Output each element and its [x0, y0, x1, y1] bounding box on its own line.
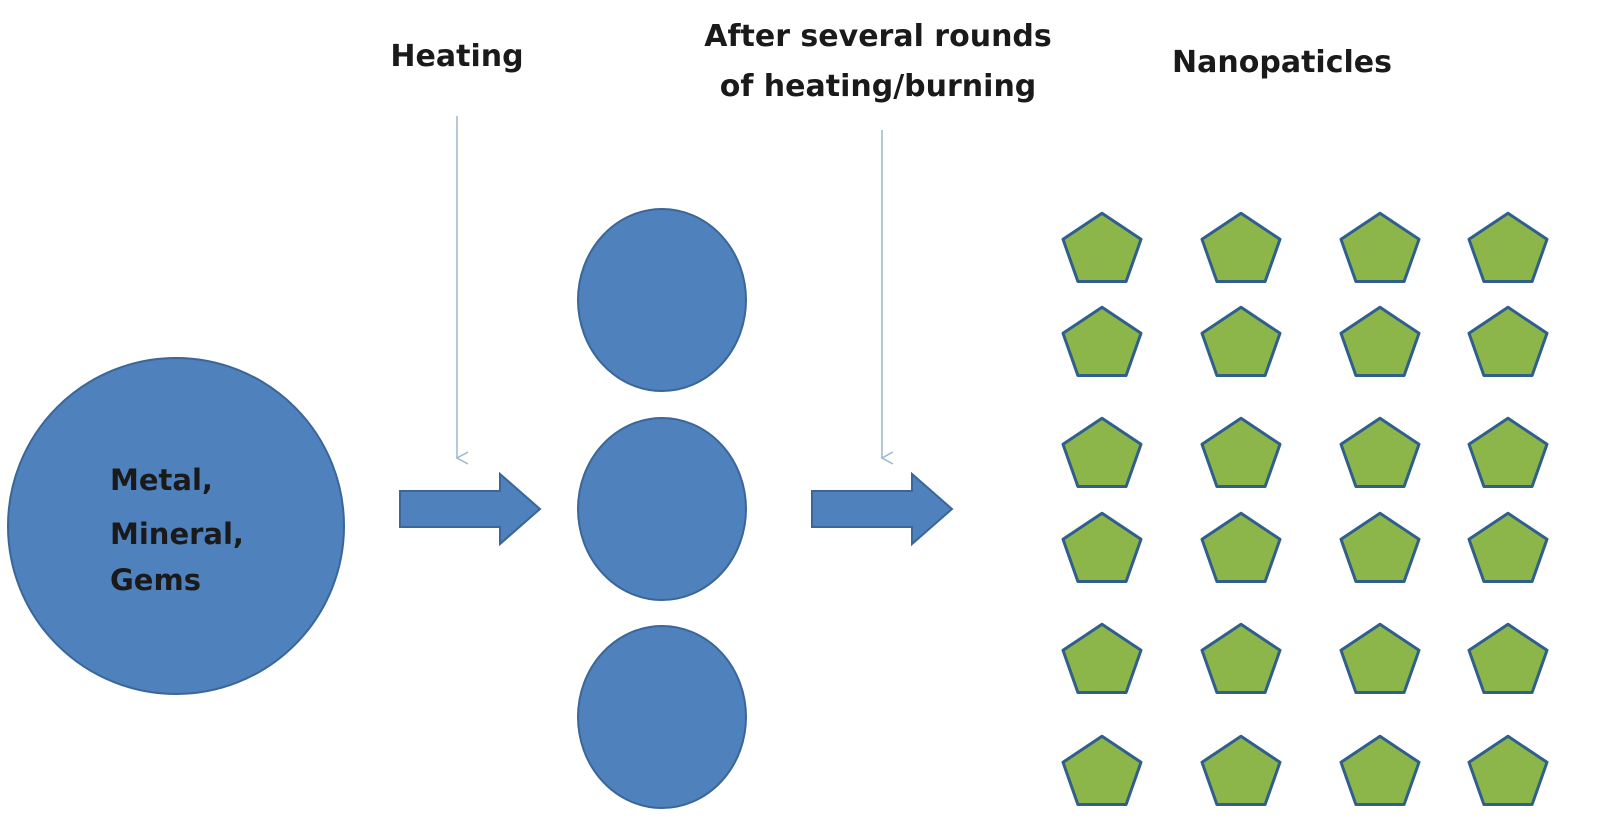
source-label-line3: Gems [110, 563, 201, 597]
nanoparticle-pentagon [1467, 734, 1549, 806]
intermediate-circle-bottom [577, 625, 747, 809]
nanoparticle-grid [1061, 211, 1549, 806]
nanoparticle-pentagon [1467, 622, 1549, 694]
nanoparticle-pentagon [1200, 734, 1282, 806]
nanoparticle-pentagon [1200, 416, 1282, 488]
nanoparticle-pentagon [1200, 305, 1282, 377]
nanoparticle-pentagon [1339, 511, 1421, 583]
nanoparticle-pentagon [1061, 416, 1143, 488]
nanoparticle-pentagon [1200, 622, 1282, 694]
intermediate-circle-middle [577, 417, 747, 601]
nanoparticle-pentagon [1061, 305, 1143, 377]
heating-label: Heating [390, 39, 523, 74]
nanoparticle-pentagon [1339, 305, 1421, 377]
nanoparticle-pentagon [1200, 211, 1282, 283]
nanoparticles-label: Nanopaticles [1172, 45, 1392, 80]
nanoparticle-pentagon [1467, 511, 1549, 583]
nanoparticle-pentagon [1339, 622, 1421, 694]
nanoparticle-pentagon [1200, 511, 1282, 583]
nanoparticle-pentagon [1339, 211, 1421, 283]
nanoparticle-pentagon [1061, 622, 1143, 694]
source-circle [7, 357, 345, 695]
block-arrow-2 [811, 471, 954, 547]
nanoparticle-pentagon [1339, 734, 1421, 806]
after-rounds-label-line2: of heating/burning [720, 69, 1037, 104]
nanoparticle-pentagon [1061, 211, 1143, 283]
after-rounds-label-line1: After several rounds [704, 19, 1052, 54]
nanoparticle-pentagon [1339, 416, 1421, 488]
nanoparticle-pentagon [1061, 511, 1143, 583]
nanoparticle-pentagon [1467, 305, 1549, 377]
intermediate-circle-top [577, 208, 747, 392]
nanoparticle-pentagon [1061, 734, 1143, 806]
source-label-line1: Metal, [110, 463, 213, 497]
nanoparticle-pentagon [1467, 211, 1549, 283]
nanoparticle-pentagon [1467, 416, 1549, 488]
source-label-line2: Mineral, [110, 517, 244, 551]
block-arrow-1 [399, 471, 542, 547]
